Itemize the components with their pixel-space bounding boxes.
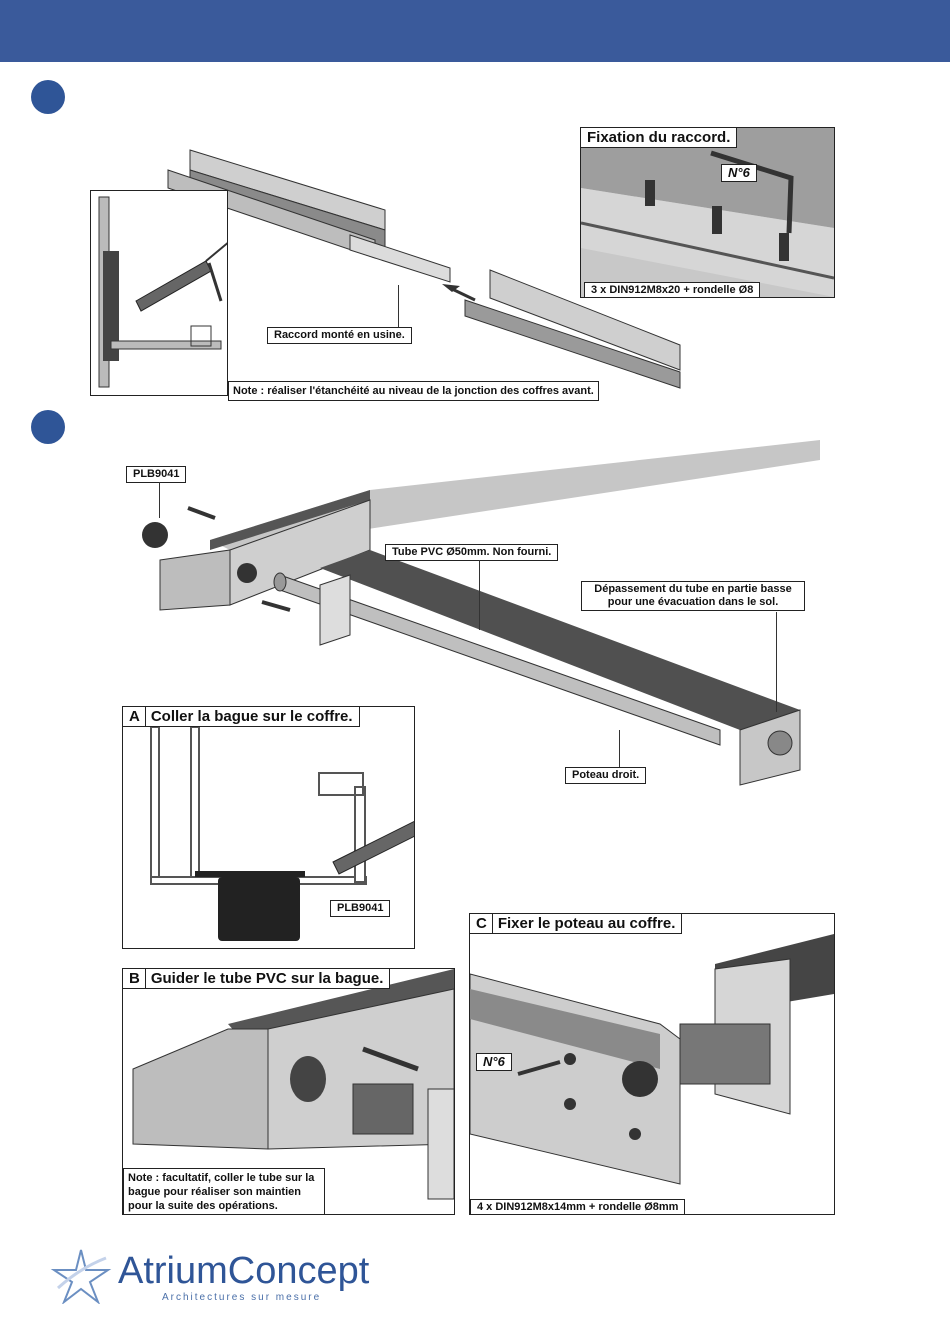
step2-main-illustration — [142, 440, 820, 786]
fixing-detail-illustration — [581, 128, 834, 297]
atrium-star-logo-icon — [50, 1249, 112, 1304]
panel-b-illustration — [132, 969, 454, 1200]
panel-b-title-text: Guider le tube PVC sur la bague. — [150, 970, 384, 987]
overflow-leader — [776, 612, 777, 712]
brand-tagline: Architectures sur mesure — [162, 1292, 322, 1303]
step-1-dot — [31, 80, 65, 114]
overflow-label: Dépassement du tube en partie basse pour… — [581, 581, 805, 611]
plb9041-label: PLB9041 — [126, 466, 187, 483]
panel-c-screws-caption: 4 x DIN912M8x14mm + rondelle Ø8mm — [470, 1199, 686, 1214]
factory-fitted-label: Raccord monté en usine. — [267, 327, 412, 344]
step-2-dot — [31, 410, 65, 444]
panel-c-letter: C — [476, 914, 493, 933]
sealing-note: Note : réaliser l'étanchéité au niveau d… — [228, 381, 599, 401]
panel-c-illustration — [470, 934, 834, 1185]
panel-a-illustration — [150, 726, 414, 941]
sealant-gun-illustration — [98, 196, 227, 388]
fixing-detail-title: Fixation du raccord. — [581, 128, 738, 148]
factory-label-leader — [398, 285, 399, 327]
hex-key-label: N°6 — [721, 164, 757, 182]
screws-caption: 3 x DIN912M8x20 + rondelle Ø8 — [584, 282, 761, 297]
panel-c-hex-key-label: N°6 — [476, 1053, 512, 1071]
header-band — [0, 0, 950, 62]
panel-b-note: Note : facultatif, coller le tube sur la… — [123, 1168, 325, 1214]
step1-sealant-inset — [90, 190, 228, 396]
step1-fixing-detail: Fixation du raccord. N°6 3 x DIN912M8x20… — [580, 127, 835, 298]
pvc-tube-leader — [479, 560, 480, 630]
pvc-tube-label: Tube PVC Ø50mm. Non fourni. — [385, 544, 559, 561]
panel-b-letter: B — [129, 969, 146, 988]
panel-a-part-label: PLB9041 — [330, 900, 391, 917]
panel-a-title-text: Coller la bague sur le coffre. — [150, 708, 353, 725]
panel-c-title-text: Fixer le poteau au coffre. — [497, 915, 676, 932]
post-leader — [619, 730, 620, 767]
panel-a-letter: A — [129, 707, 146, 726]
brand-name: AtriumConcept — [118, 1250, 370, 1292]
post-label: Poteau droit. — [565, 767, 647, 784]
plb9041-leader — [159, 482, 160, 518]
